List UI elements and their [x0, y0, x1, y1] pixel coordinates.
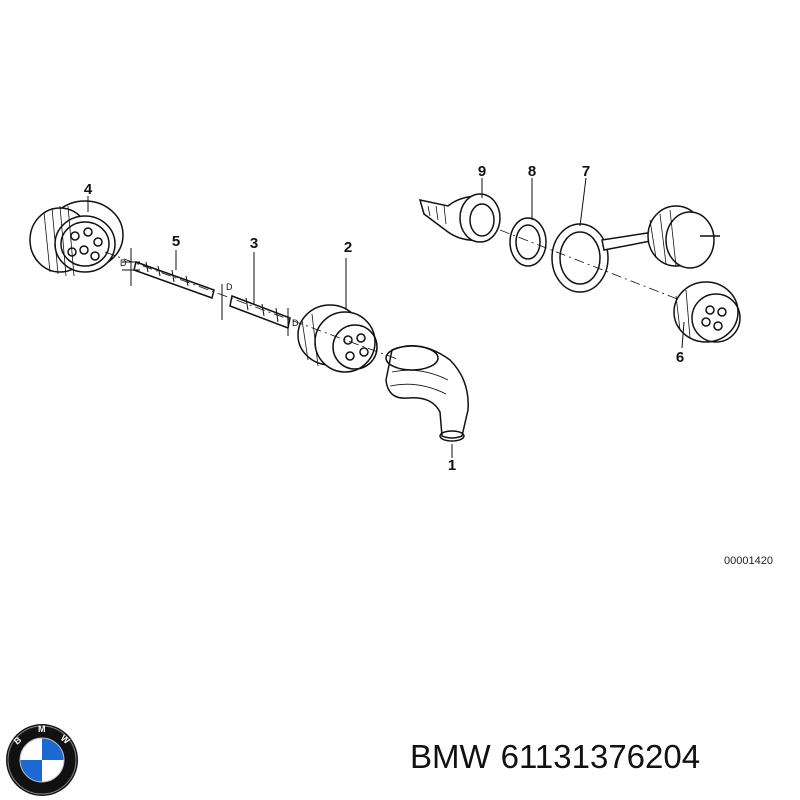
part-2-socket-housing [297, 304, 378, 373]
part-7-lock-washer [551, 223, 657, 293]
drawing-id: 00001420 [724, 555, 773, 567]
part-8-retaining-ring [509, 217, 547, 267]
svg-text:B: B [12, 734, 24, 746]
bmw-logo: B M W [6, 724, 78, 796]
part-4-plug-connector [29, 200, 124, 277]
dimension-label-d: D [226, 282, 233, 292]
part-1-rubber-boot [385, 345, 469, 442]
dimension-label-d: D [292, 318, 299, 328]
part-9-cable-grommet [418, 193, 501, 243]
svg-text:M: M [38, 724, 46, 734]
callout-2: 2 [344, 239, 352, 256]
callout-9: 9 [478, 163, 486, 180]
part-5-contact-pin [122, 248, 215, 299]
part-6-plug-body [647, 205, 741, 343]
callout-8: 8 [528, 163, 536, 180]
callout-5: 5 [172, 233, 180, 250]
assembly-axis-lines [104, 229, 681, 361]
part-number: 61131376204 [500, 738, 701, 775]
callout-4: 4 [84, 181, 93, 198]
callout-7: 7 [582, 163, 590, 180]
callout-6: 6 [676, 349, 684, 366]
dimension-label-d: D [120, 258, 127, 268]
callout-3: 3 [250, 235, 258, 252]
brand-name: BMW [410, 738, 491, 775]
callout-leaders [87, 177, 685, 458]
callout-1: 1 [448, 457, 456, 474]
